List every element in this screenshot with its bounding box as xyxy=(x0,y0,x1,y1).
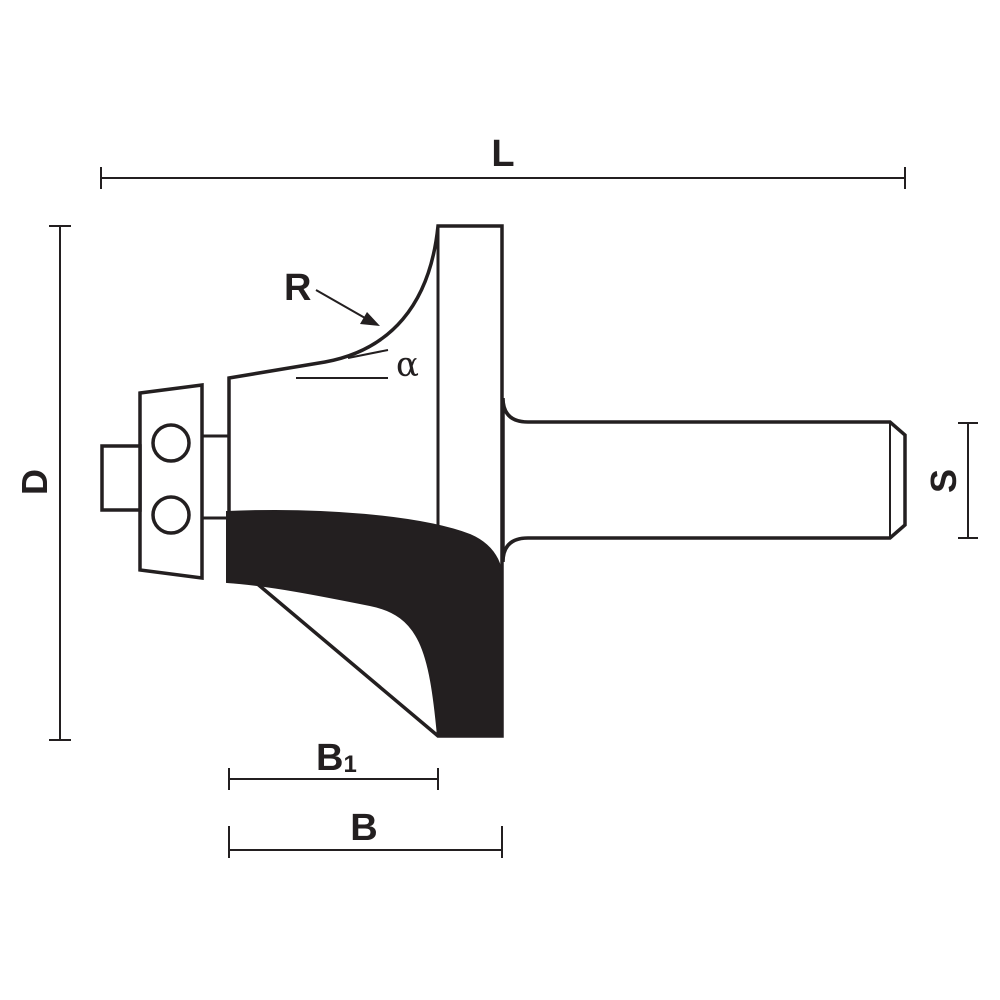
bearing-housing xyxy=(138,383,204,580)
dimension-s: S xyxy=(923,422,978,539)
dimension-d: D xyxy=(14,225,71,741)
dimension-b1: B1 xyxy=(228,737,439,790)
bearing-assembly xyxy=(100,383,229,580)
dimension-b: B xyxy=(228,807,503,858)
dimension-l-label: L xyxy=(491,133,514,175)
bearing-ball-bottom xyxy=(151,495,191,535)
dimension-s-label: S xyxy=(923,469,964,493)
angle-callout: α xyxy=(296,345,419,385)
radius-callout: R xyxy=(284,267,380,326)
shank-body xyxy=(501,397,907,563)
angle-label: α xyxy=(396,345,419,385)
bearing-ball-top xyxy=(151,423,191,463)
dimension-b1-label: B1 xyxy=(316,737,357,779)
bearing-screw-head xyxy=(100,444,142,512)
radius-arrow-line xyxy=(315,289,373,323)
radius-label: R xyxy=(284,267,311,309)
shank xyxy=(501,397,907,563)
dimension-d-label: D xyxy=(14,469,55,495)
cutting-profile-solid xyxy=(226,510,503,737)
dimension-l: L xyxy=(100,133,906,189)
radius-arrow-head xyxy=(360,312,380,326)
dimension-b-label: B xyxy=(350,807,377,849)
angle-line-upper xyxy=(347,349,389,359)
